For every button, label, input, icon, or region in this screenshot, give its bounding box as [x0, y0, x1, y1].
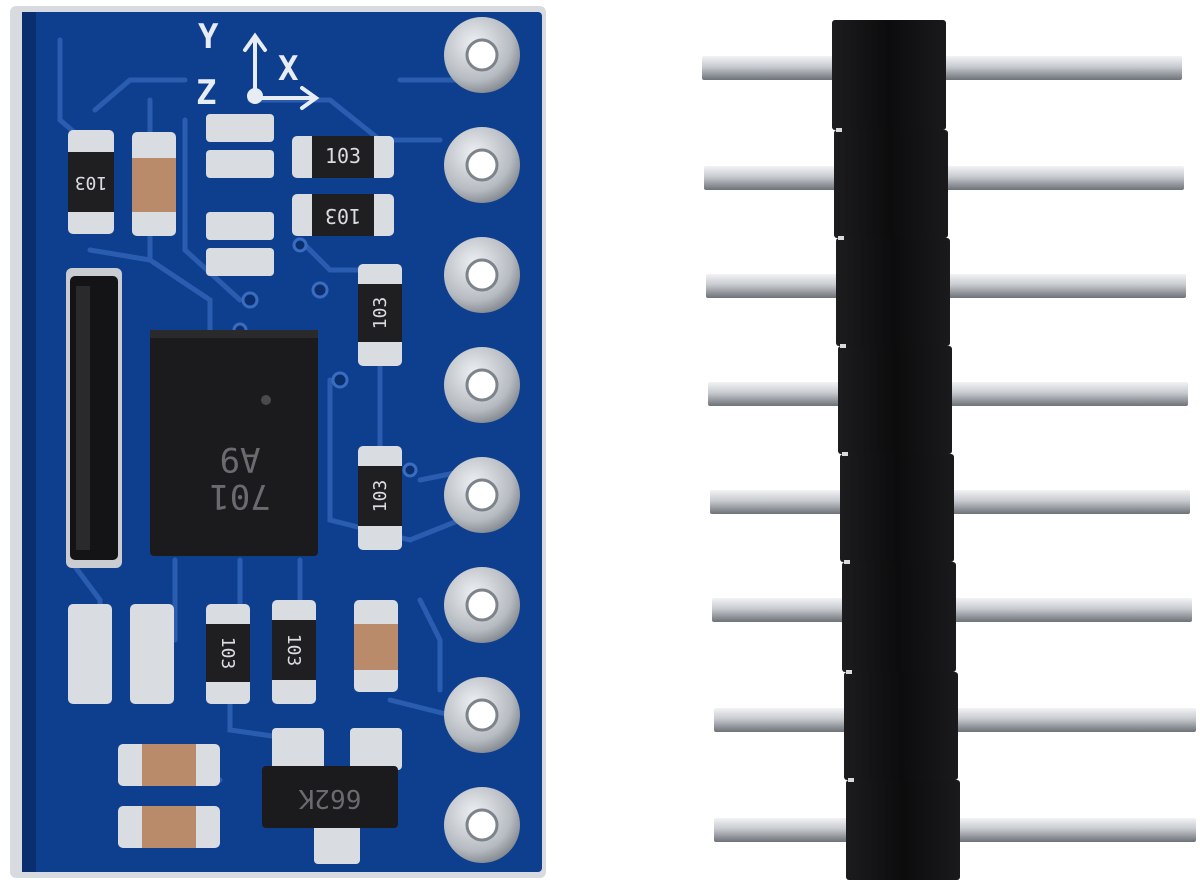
axis-label-x: X	[278, 49, 299, 89]
resistor-5	[358, 446, 402, 550]
pad-4	[444, 347, 520, 423]
pad-7	[444, 677, 520, 753]
side-component	[66, 268, 122, 568]
cap-top-left-2	[132, 132, 176, 236]
resistor-7	[272, 600, 316, 704]
resistor-code-7: 103	[283, 634, 304, 667]
through-hole-pads	[444, 17, 520, 863]
resistor-4	[358, 264, 402, 366]
sensor-board: Y Z X 701 A9	[10, 6, 546, 878]
resistor-3	[292, 194, 394, 236]
main-ic: 701 A9	[150, 330, 318, 556]
cap-horizontal-2	[118, 806, 220, 848]
pad-1	[444, 17, 520, 93]
resistor-code-5: 103	[370, 480, 391, 513]
header-plastic-body	[832, 20, 960, 880]
regulator-marking: 662K	[298, 783, 361, 813]
pad-6	[444, 567, 520, 643]
cap-top-left-1	[68, 130, 114, 234]
resistor-code-1: 103	[75, 172, 108, 193]
voltage-regulator: 662K	[262, 728, 402, 864]
axis-silkscreen	[243, 32, 320, 110]
cap-bottom-2	[130, 604, 174, 704]
pin-header	[702, 20, 1196, 880]
ic-marking-line2: A9	[220, 439, 261, 479]
axis-label-z: Z	[196, 73, 216, 113]
cap-bottom-3	[354, 600, 398, 692]
resistor-code-4: 103	[370, 297, 391, 330]
pad-8	[444, 787, 520, 863]
resistor-code-6: 103	[217, 637, 238, 670]
pad-3	[444, 237, 520, 313]
board-shade	[22, 12, 36, 872]
ic-marking-line1: 701	[209, 476, 270, 516]
resistor-code-2: 103	[325, 144, 361, 168]
cap-horizontal-1	[118, 744, 220, 786]
resistor-code-3: 103	[325, 204, 361, 228]
pad-2	[444, 127, 520, 203]
upper-pad-group	[206, 114, 274, 276]
resistor-2	[292, 136, 394, 178]
pad-5	[444, 457, 520, 533]
resistor-6	[206, 604, 250, 704]
axis-label-y: Y	[198, 17, 219, 57]
cap-bottom-1	[68, 604, 112, 704]
